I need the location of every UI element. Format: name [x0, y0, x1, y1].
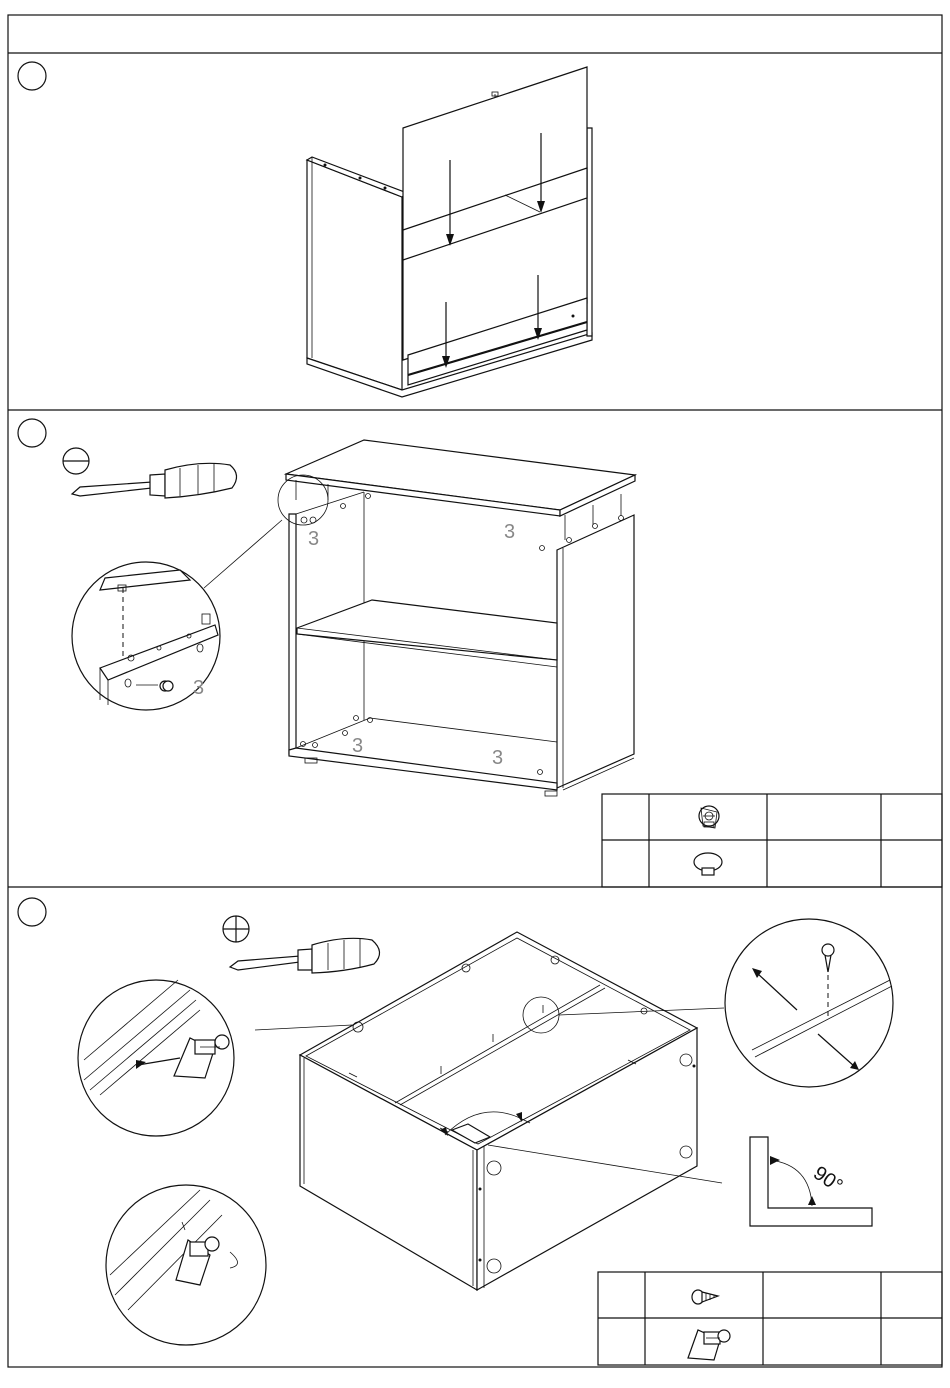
right-side-panel [557, 515, 634, 788]
bracket-screwed-detail-zoom [106, 1185, 266, 1345]
step-2-number-circle [18, 419, 46, 447]
screw-detail-zoom [725, 919, 893, 1087]
hole-label: 3 [193, 677, 204, 699]
cap-cover-icon [694, 853, 722, 875]
hole-label: 3 [308, 528, 319, 550]
step-1 [18, 62, 592, 397]
cabinet-assembly [278, 440, 635, 796]
right-angle-symbol: 90° [750, 1137, 872, 1226]
middle-shelf [297, 600, 557, 660]
callout-line [255, 1025, 352, 1030]
corner-bracket-icon [688, 1330, 730, 1360]
phillips-screwdriver-symbol-icon [223, 916, 249, 942]
hole-label: 3 [504, 521, 515, 543]
left-side-panel [307, 157, 407, 390]
parts-table-step-2 [602, 794, 942, 887]
bottom-panel [289, 748, 557, 790]
wood-screw-icon [692, 1290, 718, 1304]
flathead-screwdriver-symbol-icon [63, 448, 89, 474]
step-3: 90° [18, 898, 942, 1365]
angle-label: 90° [809, 1162, 846, 1197]
parts-table-step-3 [598, 1272, 942, 1365]
phillips-screwdriver-icon [230, 938, 380, 973]
step-1-number-circle [18, 62, 46, 90]
cabinet-upside-down [300, 932, 697, 1290]
flathead-screwdriver-icon [72, 463, 237, 498]
back-panel [403, 67, 587, 385]
cam-lock-icon [699, 806, 719, 828]
hole-label: 3 [492, 747, 503, 769]
cam-lock-detail-zoom [72, 520, 282, 710]
step-3-number-circle [18, 898, 46, 926]
hole-label: 3 [352, 735, 363, 757]
bracket-detail-zoom [78, 980, 234, 1136]
step-2: 3 3 3 3 3 [18, 419, 942, 887]
right-side-panel [587, 128, 592, 336]
